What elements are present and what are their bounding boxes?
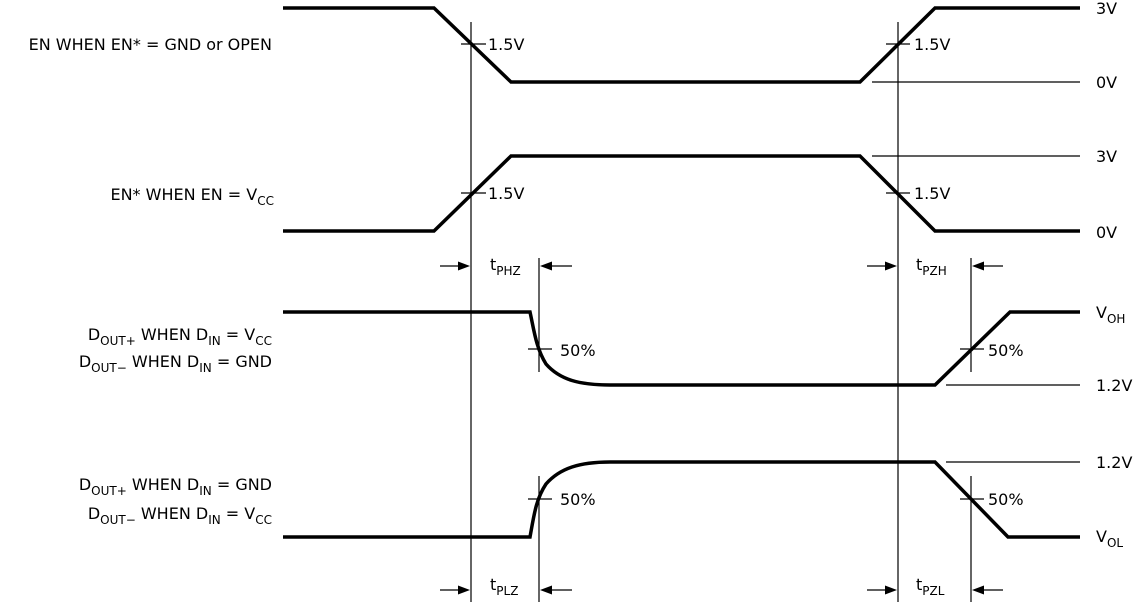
level-label-voh: VOH (1096, 303, 1125, 326)
level-label-vol: VOL (1096, 527, 1123, 550)
signal-label-dout-b-line1: DOUT+ WHEN DIN = GND (79, 475, 272, 498)
signal-label-dout-a-line1: DOUT+ WHEN DIN = VCC (88, 325, 272, 348)
waveform-en (283, 6, 1080, 84)
waveform-en-star (283, 154, 1080, 233)
waveform-dout-b (283, 460, 1080, 539)
timing-arrow-tpzh (867, 261, 1003, 271)
level-label-mid-a: 1.2V (1096, 376, 1132, 395)
level-label-enstar-low: 0V (1096, 223, 1117, 242)
signal-label-en-star: EN* WHEN EN = VCC (110, 185, 274, 208)
threshold-label-dout-b-fall: 50% (988, 490, 1024, 509)
threshold-label-dout-a-fall: 50% (560, 341, 596, 360)
threshold-label-enstar-fall: 1.5V (914, 184, 950, 203)
timing-label-tphz: tPHZ (490, 255, 521, 278)
timing-label-tpzl: tPZL (916, 575, 945, 598)
timing-arrow-tplz (440, 585, 572, 595)
threshold-label-dout-a-rise: 50% (988, 341, 1024, 360)
threshold-label-en-rise: 1.5V (914, 35, 950, 54)
signal-label-dout-a-line2: DOUT− WHEN DIN = GND (79, 352, 272, 375)
timing-arrow-tphz (440, 261, 572, 271)
timing-label-tplz: tPLZ (490, 575, 518, 598)
waveform-dout-a (283, 310, 1080, 387)
level-label-en-low: 0V (1096, 73, 1117, 92)
timing-label-tpzh: tPZH (916, 255, 947, 278)
level-label-mid-b: 1.2V (1096, 453, 1132, 472)
threshold-label-en-fall: 1.5V (488, 35, 524, 54)
threshold-label-enstar-rise: 1.5V (488, 184, 524, 203)
threshold-label-dout-b-rise: 50% (560, 490, 596, 509)
signal-label-dout-b-line2: DOUT− WHEN DIN = VCC (88, 504, 272, 527)
level-label-enstar-high: 3V (1096, 147, 1117, 166)
level-label-en-high: 3V (1096, 0, 1117, 18)
signal-label-en: EN WHEN EN* = GND or OPEN (29, 35, 272, 54)
timing-arrow-tpzl (867, 585, 1003, 595)
